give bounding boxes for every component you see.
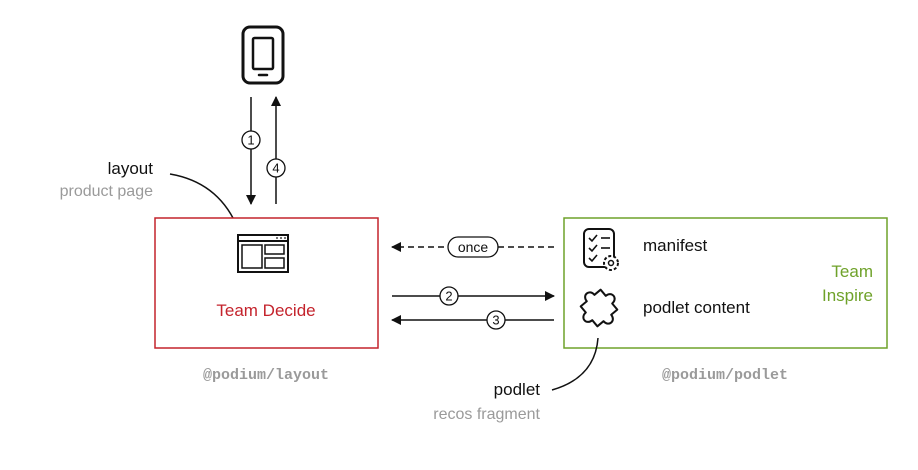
- team-decide-name: Team Decide: [216, 301, 315, 320]
- layout-callout-subtitle: product page: [60, 183, 154, 200]
- layout-page-icon: [237, 234, 289, 273]
- step-3-badge: 3: [486, 310, 506, 330]
- once-badge: once: [447, 236, 499, 258]
- podlet-callout: podlet recos fragment: [433, 337, 599, 423]
- podlet-callout-connector: [551, 337, 599, 391]
- team-decide-package: @podium/layout: [203, 367, 329, 384]
- team-inspire-box: manifest podlet content Team Inspire: [563, 217, 888, 349]
- team-inspire-name-line2: Inspire: [822, 286, 873, 305]
- once-label: once: [458, 239, 489, 255]
- step-2-label: 2: [445, 289, 452, 304]
- team-inspire-package: @podium/podlet: [662, 367, 788, 384]
- step-4-label: 4: [272, 161, 279, 176]
- podlet-callout-subtitle: recos fragment: [433, 406, 540, 423]
- step-1-badge: 1: [241, 130, 261, 150]
- step-2-badge: 2: [439, 286, 459, 306]
- layout-callout: layout product page: [60, 159, 237, 225]
- step-3-label: 3: [492, 313, 499, 328]
- step-4-badge: 4: [266, 158, 286, 178]
- step-1-label: 1: [247, 133, 254, 148]
- layout-callout-title: layout: [108, 159, 154, 178]
- puzzle-piece-icon: [579, 288, 619, 328]
- layout-callout-connector: [169, 173, 237, 225]
- podlet-content-label: podlet content: [643, 298, 750, 317]
- manifest-label: manifest: [643, 236, 708, 255]
- podlet-callout-title: podlet: [494, 380, 541, 399]
- checklist-gear-icon: [583, 228, 619, 271]
- tablet-icon: [241, 25, 285, 85]
- team-decide-box: Team Decide: [154, 217, 379, 349]
- team-inspire-name-line1: Team: [831, 262, 873, 281]
